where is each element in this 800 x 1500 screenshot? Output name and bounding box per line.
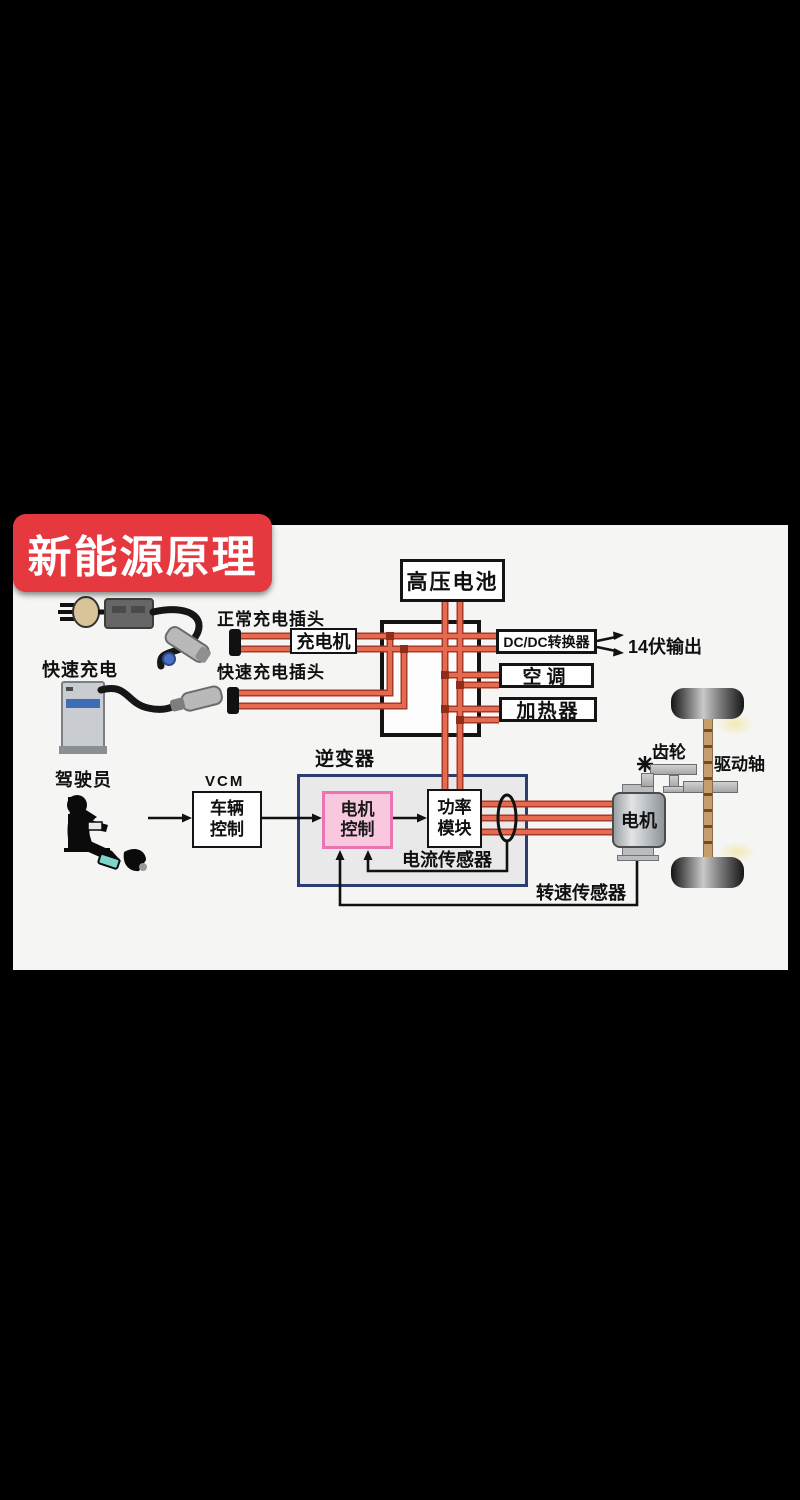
heater-box: 加热器 [499, 697, 597, 722]
title-banner: 新能源原理 [13, 514, 272, 592]
motor-control-line2: 控制 [340, 820, 375, 839]
banner-title: 新能源原理 [27, 533, 258, 582]
drive-shaft [703, 716, 713, 858]
fast-charge-label: 快速充电 [42, 660, 118, 680]
motor-label: 电机 [621, 811, 657, 831]
vcm-label: VCM [205, 773, 245, 790]
motor-control-line1: 电机 [340, 799, 375, 819]
normal-plug-connector [229, 629, 241, 656]
drive-shaft-label: 驱动轴 [714, 755, 765, 774]
gearbox-bar [650, 764, 697, 775]
charger-label: 充电机 [296, 632, 351, 652]
vehicle-control-line1: 车辆 [210, 799, 244, 819]
power-distribution-box [380, 620, 481, 737]
vehicle-control-box: 车辆 控制 [192, 791, 262, 848]
power-module-line2: 模块 [437, 818, 472, 838]
output-14v-label: 14伏输出 [628, 637, 703, 657]
wheel-bottom [671, 857, 744, 888]
battery-box: 高压电池 [400, 559, 505, 602]
dcdc-converter-box: DC/DC转换器 [496, 629, 597, 654]
motor-box: 电机 [612, 792, 666, 848]
charger-box: 充电机 [290, 628, 357, 654]
normal-plug-label: 正常充电插头 [217, 610, 325, 629]
power-module-line1: 功率 [437, 798, 472, 818]
wheel-top [671, 688, 744, 719]
heater-label: 加热器 [516, 701, 580, 722]
inverter-label: 逆变器 [315, 749, 376, 770]
gear-label: 齿轮 [652, 743, 686, 762]
dcdc-label: DC/DC转换器 [503, 633, 590, 650]
ac-box: 空调 [499, 663, 594, 688]
power-module-box: 功率 模块 [427, 789, 482, 848]
battery-label: 高压电池 [406, 570, 499, 594]
ac-label: 空调 [522, 667, 571, 688]
vehicle-control-line2: 控制 [210, 819, 244, 839]
motor-control-box: 电机 控制 [322, 791, 393, 849]
gearbox-foot [663, 786, 685, 793]
fast-plug-label: 快速充电插头 [217, 663, 325, 682]
current-sensor-label: 电流传感器 [402, 850, 492, 870]
motor-base-plate [617, 855, 659, 861]
gearbox-post [641, 773, 654, 787]
driver-label: 驾驶员 [55, 770, 112, 790]
fast-plug-connector [227, 687, 239, 714]
speed-sensor-label: 转速传感器 [536, 883, 626, 903]
